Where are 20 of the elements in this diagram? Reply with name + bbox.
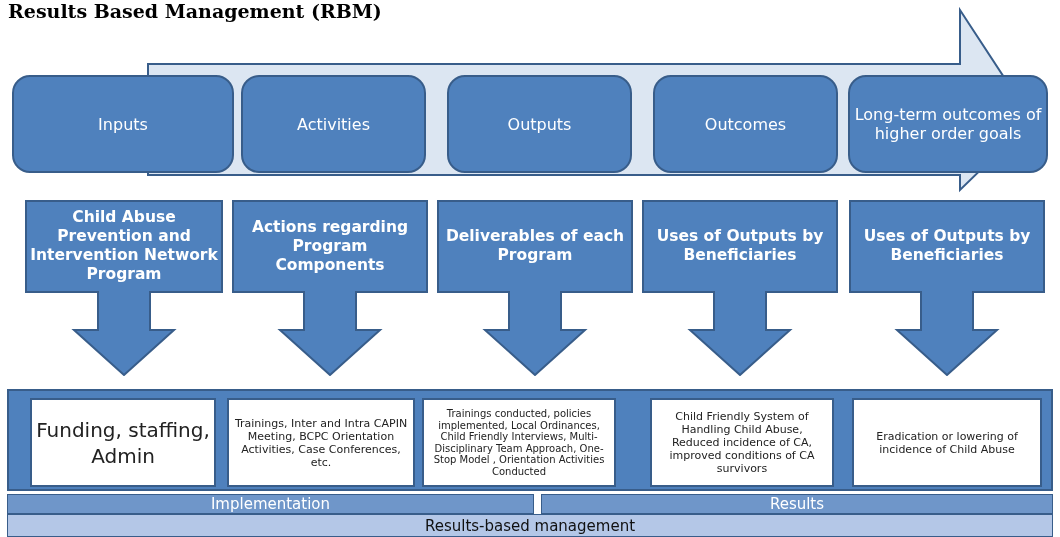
callout-text: Uses of Outputs by Beneficiaries <box>655 227 825 265</box>
result-box: Child Friendly System of Handling Child Abuse, Reduced incidence of CA, improved conditions of CA survivors <box>650 398 834 487</box>
label-band: Results <box>541 494 1053 514</box>
callout-text: Child Abuse Prevention and Intervention Network Program <box>29 208 219 284</box>
title-text: Results Based Management (RBM) <box>8 0 382 22</box>
label-band: Results-based management <box>7 514 1053 537</box>
callout-text: Actions regarding Program Components <box>250 217 410 275</box>
stage-box: Activities <box>241 75 426 173</box>
result-box: Trainings, Inter and Intra CAPIN Meeting, BCPC Orientation Activities, Case Conferences, etc. <box>227 398 415 487</box>
result-box: Eradication or lowering of incidence of Child Abuse <box>852 398 1042 487</box>
label-band: Implementation <box>7 494 534 514</box>
stage-box: Outcomes <box>653 75 838 173</box>
callout-text: Deliverables of each Program <box>444 227 626 265</box>
panel-background <box>7 389 1053 491</box>
stage-box: Inputs <box>12 75 234 173</box>
stage-box: Long-term outcomes of higher order goals <box>848 75 1048 173</box>
callout-text: Uses of Outputs by Beneficiaries <box>862 227 1032 265</box>
stage-box: Outputs <box>447 75 632 173</box>
result-box: Trainings conducted, policies implemented, Local Ordinances, Child Friendly Interviews, Multi-Disciplinary Team Approach, One-Stop Model , Orientation Activities Conducted <box>422 398 616 487</box>
result-box: Funding, staffing, Admin <box>30 398 216 487</box>
